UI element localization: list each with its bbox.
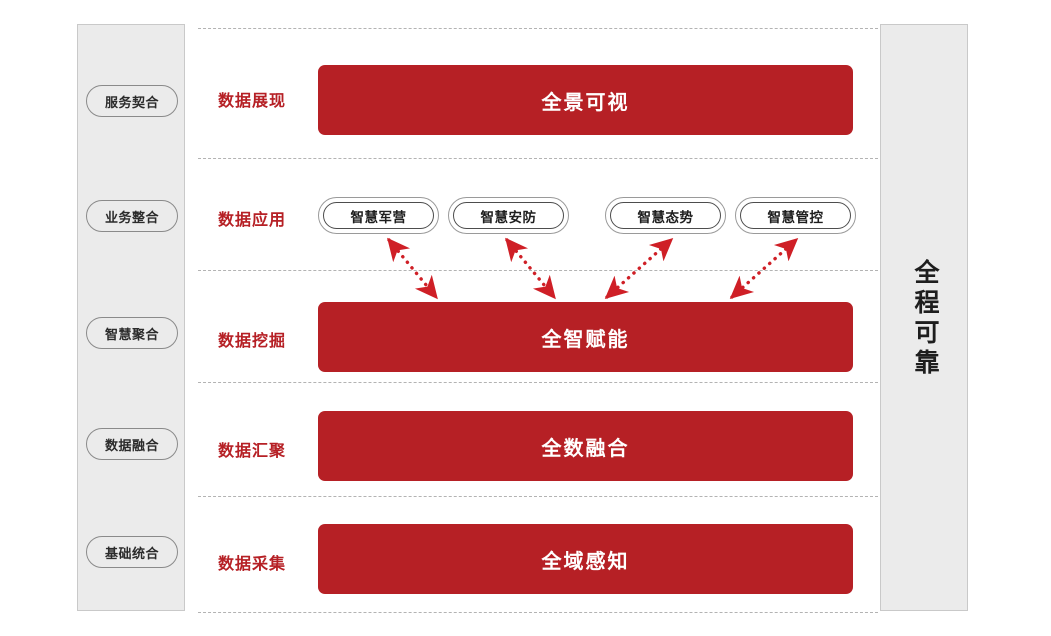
- stage-pill-4[interactable]: 数据融合: [86, 428, 178, 460]
- reliability-banner-label: 全程可靠: [911, 258, 940, 379]
- divider-4: [198, 496, 878, 497]
- app-pill-junying-inner: 智慧军营: [323, 202, 434, 229]
- stage-pill-1-label: 服务契合: [104, 95, 159, 111]
- stage-pill-5-label: 基础统合: [104, 546, 159, 562]
- app-pill-taishi-label: 智慧态势: [637, 209, 694, 226]
- capability-bar-sensing-label: 全域感知: [541, 548, 630, 573]
- stage-pill-4-label: 数据融合: [104, 438, 159, 454]
- row-label-presentation: 数据展现: [218, 91, 287, 110]
- stage-pill-1[interactable]: 服务契合: [86, 85, 178, 117]
- app-pill-guankong[interactable]: 智慧管控: [735, 197, 856, 234]
- capability-bar-fusion[interactable]: 全数融合: [318, 411, 853, 481]
- arrow-junying: [387, 237, 438, 300]
- capability-bar-intelligent-label: 全智赋能: [541, 326, 630, 351]
- app-pill-taishi-inner: 智慧态势: [610, 202, 721, 229]
- app-pill-anfang[interactable]: 智慧安防: [448, 197, 569, 234]
- app-pill-guankong-inner: 智慧管控: [740, 202, 851, 229]
- capability-bar-sensing[interactable]: 全域感知: [318, 524, 853, 594]
- stage-pill-3-label: 智慧聚合: [104, 327, 159, 343]
- arrow-guankong: [729, 238, 799, 299]
- right-reliability-panel: 全程可靠: [880, 24, 968, 611]
- row-label-mining: 数据挖掘: [218, 331, 287, 350]
- stage-pill-2-label: 业务整合: [104, 210, 159, 226]
- arrow-taishi: [604, 238, 674, 299]
- capability-bar-panoramic-label: 全景可视: [541, 89, 630, 114]
- stage-pill-3[interactable]: 智慧聚合: [86, 317, 178, 349]
- capability-bar-intelligent[interactable]: 全智赋能: [318, 302, 853, 372]
- arrow-anfang: [505, 237, 556, 300]
- app-pill-anfang-inner: 智慧安防: [453, 202, 564, 229]
- capability-bar-panoramic[interactable]: 全景可视: [318, 65, 853, 135]
- row-label-aggregation: 数据汇聚: [218, 441, 287, 460]
- divider-top: [198, 28, 878, 29]
- row-label-collection: 数据采集: [218, 554, 287, 573]
- row-label-application: 数据应用: [218, 210, 287, 229]
- stage-pill-2[interactable]: 业务整合: [86, 200, 178, 232]
- capability-bar-fusion-label: 全数融合: [541, 435, 630, 460]
- app-pill-anfang-label: 智慧安防: [480, 209, 537, 226]
- stage-pill-5[interactable]: 基础统合: [86, 536, 178, 568]
- app-pill-guankong-label: 智慧管控: [767, 209, 824, 226]
- app-pill-taishi[interactable]: 智慧态势: [605, 197, 726, 234]
- divider-1: [198, 158, 878, 159]
- left-stage-panel: 服务契合 业务整合 智慧聚合 数据融合 基础统合: [77, 24, 185, 611]
- divider-3: [198, 382, 878, 383]
- divider-2: [198, 270, 878, 271]
- app-pill-junying-label: 智慧军营: [350, 209, 407, 226]
- divider-bottom: [198, 612, 878, 613]
- app-pill-junying[interactable]: 智慧军营: [318, 197, 439, 234]
